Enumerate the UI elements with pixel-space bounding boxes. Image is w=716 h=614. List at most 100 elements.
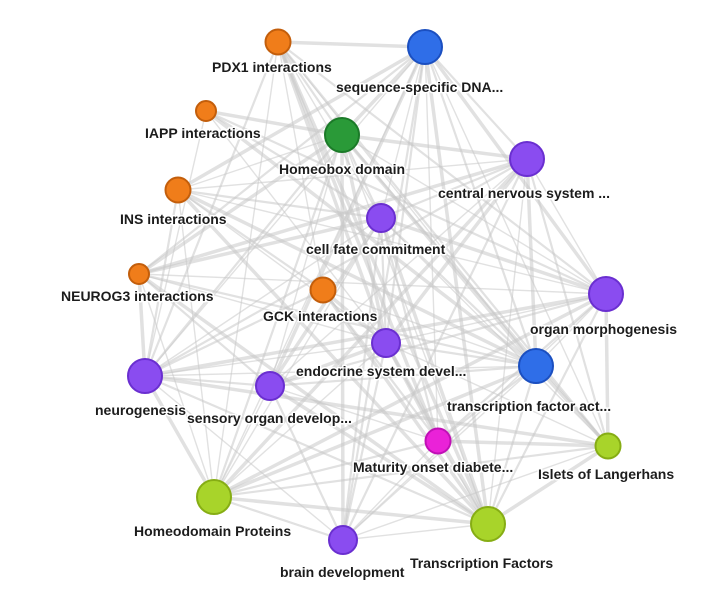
edge-homeobox-endocrine xyxy=(340,133,388,345)
node-label-tfact: transcription factor act... xyxy=(447,398,611,414)
edge-gck-neurogenesis xyxy=(143,288,325,378)
edge-iapp-organmorph xyxy=(204,109,608,296)
edge-cellfate-endocrine xyxy=(379,216,388,345)
edge-organmorph-tfs xyxy=(486,292,608,526)
edge-gck-tfact xyxy=(322,289,537,367)
node-tfs[interactable] xyxy=(470,506,506,542)
node-neurog3[interactable] xyxy=(128,263,150,285)
edge-cns-ins xyxy=(177,158,528,191)
node-mody[interactable] xyxy=(424,427,452,455)
node-label-pdx1: PDX1 interactions xyxy=(212,59,332,75)
edge-ins-homeodomain xyxy=(177,189,215,498)
node-brain[interactable] xyxy=(328,525,358,555)
edge-mody-islets xyxy=(436,439,610,448)
edge-ins-endocrine xyxy=(177,189,387,344)
node-label-islets: Islets of Langerhans xyxy=(538,466,674,482)
edge-endocrine-neurogenesis xyxy=(144,342,387,377)
node-label-endocrine: endocrine system devel... xyxy=(296,363,466,379)
edge-endocrine-sensory xyxy=(268,341,388,388)
edge-cellfate-neurog3 xyxy=(137,216,383,276)
node-iapp[interactable] xyxy=(195,100,217,122)
edge-tfact-tfs xyxy=(486,364,538,526)
node-tfact[interactable] xyxy=(518,348,554,384)
node-label-sensory: sensory organ develop... xyxy=(187,410,352,426)
edge-cns-endocrine xyxy=(384,157,529,345)
edge-pdx1-endocrine xyxy=(276,40,388,345)
edge-cellfate-islets xyxy=(380,217,609,447)
node-sensory[interactable] xyxy=(255,371,285,401)
edge-cellfate-organmorph xyxy=(379,216,608,296)
edge-cns-neurog3 xyxy=(137,157,529,276)
node-homeobox[interactable] xyxy=(324,117,360,153)
edge-endocrine-mody xyxy=(384,341,440,443)
edge-homeobox-neurogenesis xyxy=(143,133,344,378)
node-islets[interactable] xyxy=(594,432,622,460)
node-cellfate[interactable] xyxy=(366,203,396,233)
edge-neurog3-tfs xyxy=(137,272,490,526)
node-cns[interactable] xyxy=(509,141,545,177)
edge-seqdna-tfs xyxy=(423,45,490,526)
node-label-neurog3: NEUROG3 interactions xyxy=(61,288,214,304)
edge-mody-homeodomain xyxy=(212,439,440,499)
node-organmorph[interactable] xyxy=(588,276,624,312)
edge-organmorph-islets xyxy=(604,292,610,448)
node-homeodomain[interactable] xyxy=(196,479,232,515)
edge-neurog3-sensory xyxy=(137,272,272,388)
edge-homeobox-homeodomain xyxy=(212,133,344,499)
edge-pdx1-seqdna xyxy=(276,40,427,49)
edge-ins-tfact xyxy=(176,188,538,368)
node-label-organmorph: organ morphogenesis xyxy=(530,321,677,337)
edge-cellfate-neurogenesis xyxy=(144,217,382,377)
edge-iapp-tfact xyxy=(204,109,538,368)
edge-sensory-mody xyxy=(269,385,439,442)
edge-seqdna-homeobox xyxy=(340,45,427,137)
edge-sensory-tfact xyxy=(268,364,538,388)
edge-islets-homeodomain xyxy=(212,444,610,499)
edge-ins-organmorph xyxy=(177,189,607,295)
node-neurogenesis[interactable] xyxy=(127,358,163,394)
node-label-homeobox: Homeobox domain xyxy=(279,161,405,177)
edge-neurog3-endocrine xyxy=(138,273,387,344)
edge-neurog3-tfact xyxy=(137,272,538,368)
node-label-ins: INS interactions xyxy=(120,211,227,227)
node-label-cellfate: cell fate commitment xyxy=(306,241,446,257)
edge-seqdna-islets xyxy=(424,46,609,447)
edge-organmorph-sensory xyxy=(268,292,608,388)
edge-pdx1-gck xyxy=(277,41,324,291)
node-layer xyxy=(127,28,624,555)
node-gck[interactable] xyxy=(309,276,337,304)
edge-homeodomain-tfs xyxy=(212,495,490,526)
edge-cns-cellfate xyxy=(379,157,529,220)
edge-endocrine-brain xyxy=(341,341,388,542)
edge-pdx1-homeobox xyxy=(276,40,344,137)
node-endocrine[interactable] xyxy=(371,328,401,358)
edge-seqdna-cns xyxy=(423,45,529,161)
edge-neurogenesis-tfact xyxy=(144,365,537,377)
edge-cellfate-homeodomain xyxy=(213,217,382,498)
edge-endocrine-tfact xyxy=(384,341,538,368)
node-label-cns: central nervous system ... xyxy=(438,185,610,201)
node-ins[interactable] xyxy=(164,176,192,204)
edge-pdx1-homeodomain xyxy=(213,41,279,498)
edge-homeobox-ins xyxy=(177,134,343,191)
node-label-homeodomain: Homeodomain Proteins xyxy=(134,523,291,539)
edge-islets-brain xyxy=(342,445,609,541)
edge-organmorph-brain xyxy=(342,293,607,541)
edge-endocrine-homeodomain xyxy=(213,342,387,498)
edge-cellfate-tfs xyxy=(379,216,490,526)
edge-neurogenesis-homeodomain xyxy=(143,374,216,499)
edge-ins-cellfate xyxy=(176,188,383,220)
edge-iapp-homeobox xyxy=(204,109,344,137)
edge-homeodomain-brain xyxy=(212,495,345,542)
edge-neurogenesis-islets xyxy=(143,374,610,448)
node-pdx1[interactable] xyxy=(264,28,292,56)
edge-seqdna-neurog3 xyxy=(137,45,427,276)
edge-tfact-mody xyxy=(436,364,538,443)
edge-homeobox-brain xyxy=(340,133,345,542)
edge-cellfate-tfact xyxy=(379,216,538,368)
edge-neurog3-homeodomain xyxy=(138,273,215,498)
node-seqdna[interactable] xyxy=(407,29,443,65)
edge-islets-tfs xyxy=(486,444,610,526)
node-label-seqdna: sequence-specific DNA... xyxy=(336,79,503,95)
